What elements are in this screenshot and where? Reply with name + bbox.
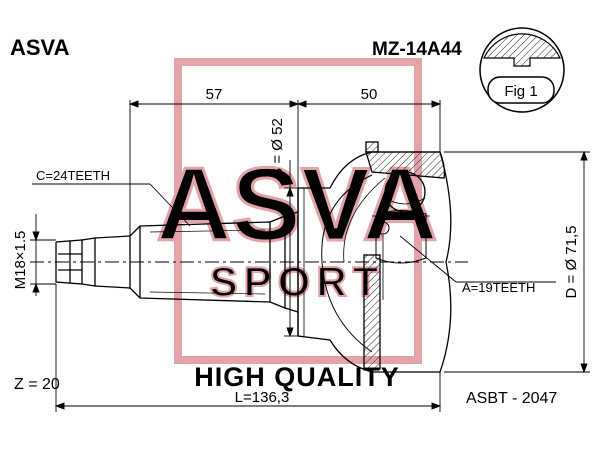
dim-housing-length: 50	[361, 86, 378, 103]
watermark: ASVA SPORT HIGH QUALITY	[155, 58, 439, 392]
watermark-logo-subtext: SPORT	[210, 258, 385, 305]
watermark-frame	[174, 58, 422, 364]
fig-1-label-box	[487, 76, 555, 104]
dim-thread: M18×1.5	[12, 231, 29, 290]
label-outer-teeth: C=24TEETH	[36, 168, 110, 183]
outer-housing	[297, 151, 452, 373]
catalog-code: ASBT - 2047	[466, 390, 557, 407]
brand-name: ASVA	[10, 35, 70, 60]
fig-1-label: Fig 1	[504, 83, 537, 100]
splined-shaft	[129, 221, 271, 303]
abs-ring	[363, 254, 381, 370]
dim-diameter-b: B = Ø 52	[269, 118, 286, 178]
dimension-lines	[30, 100, 590, 412]
cv-ball	[384, 171, 426, 213]
part-number: MZ-14A44	[372, 39, 462, 60]
label-inner-teeth: A=19TEETH	[462, 280, 535, 295]
dim-diameter-d: D = Ø 71,5	[563, 226, 580, 299]
fig-1-inset: Fig 1	[479, 27, 565, 113]
inner-race-bore	[376, 221, 390, 235]
label-abs-teeth: Z = 20	[14, 376, 60, 393]
cv-joint-outline	[55, 141, 452, 373]
housing-section	[365, 151, 446, 179]
housing-tab	[365, 141, 379, 153]
fig-1-hatch	[483, 33, 561, 67]
dim-shaft-length: 57	[206, 86, 223, 103]
inner-race	[375, 210, 427, 264]
dim-total-length: L=136,3	[235, 389, 290, 406]
